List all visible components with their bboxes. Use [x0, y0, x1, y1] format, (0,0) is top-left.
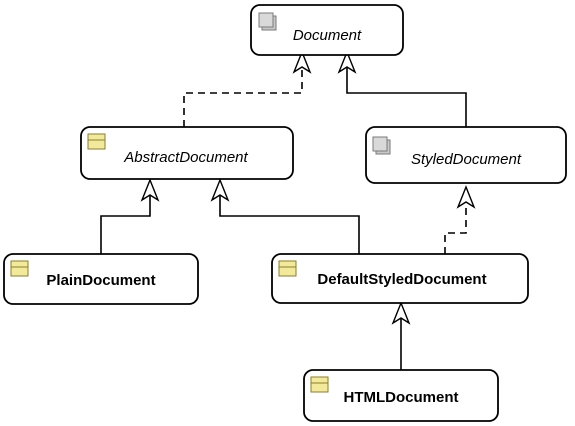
node-defaultstyleddocument[interactable]: DefaultStyledDocument — [271, 253, 529, 304]
node-abstractdocument-label: AbstractDocument — [123, 149, 248, 166]
arrowhead-to-abstractdocument-right — [210, 178, 230, 202]
node-htmldocument-label: HTMLDocument — [344, 389, 459, 406]
interface-icon — [372, 136, 391, 155]
node-document-box — [250, 4, 404, 56]
class-icon — [10, 260, 29, 277]
node-abstractdocument-box — [80, 126, 294, 180]
arrowheads — [140, 50, 476, 325]
node-htmldocument[interactable]: HTMLDocument — [303, 369, 499, 422]
node-document-label: Document — [293, 27, 362, 44]
edge-plaindocument-extends-abstractdocument — [100, 187, 151, 254]
node-styleddocument[interactable]: StyledDocument — [365, 126, 567, 184]
node-abstractdocument[interactable]: AbstractDocument — [80, 126, 294, 180]
class-icon — [87, 133, 106, 150]
edge-abstractdocument-realizes-document — [183, 68, 303, 127]
node-document[interactable]: Document — [250, 4, 404, 56]
arrowhead-to-styleddocument — [456, 185, 476, 209]
interface-icon — [258, 12, 277, 31]
edge-defaultstyleddocument-realizes-styleddocument — [444, 205, 467, 254]
class-icon — [310, 376, 329, 393]
node-plaindocument-label: PlainDocument — [46, 272, 155, 289]
arrowhead-to-document-right — [337, 50, 357, 74]
node-styleddocument-box — [365, 126, 567, 184]
arrowhead-to-abstractdocument-left — [140, 178, 160, 202]
arrowhead-to-defaultstyleddocument — [391, 301, 411, 325]
node-htmldocument-box — [303, 369, 499, 422]
node-defaultstyleddocument-label: DefaultStyledDocument — [317, 271, 486, 288]
node-defaultstyleddocument-box — [271, 253, 529, 304]
node-styleddocument-label: StyledDocument — [411, 151, 522, 168]
edge-defaultstyleddocument-extends-abstractdocument — [219, 187, 360, 254]
node-plaindocument[interactable]: PlainDocument — [3, 253, 199, 305]
arrowhead-to-document-left — [292, 50, 312, 74]
edge-styleddocument-extends-document — [346, 68, 467, 127]
node-plaindocument-box — [3, 253, 199, 305]
class-icon — [278, 260, 297, 277]
edges — [100, 68, 467, 370]
